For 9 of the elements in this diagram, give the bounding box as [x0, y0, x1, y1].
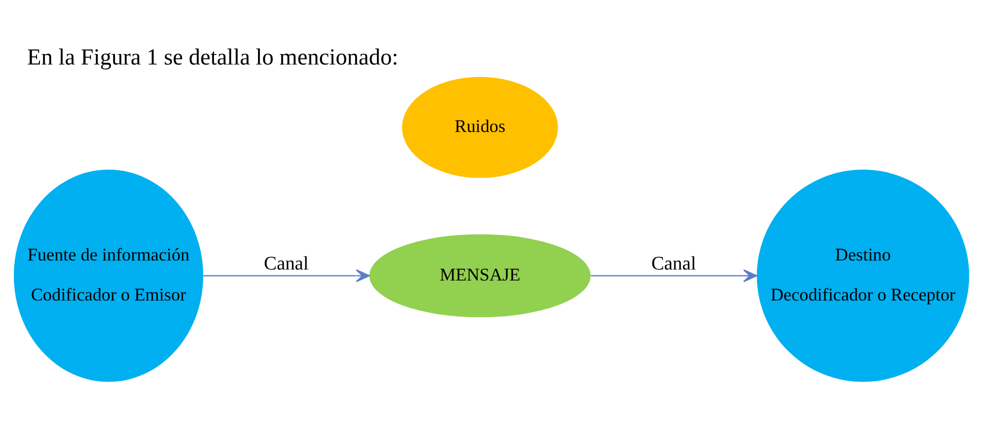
node-circle: Destino Decodificador o Receptor: [756, 170, 970, 382]
arrow: [590, 269, 758, 282]
edge-label: Canal: [651, 253, 696, 274]
arrow: [203, 269, 370, 282]
diagram-title: En la Figura 1 se detalla lo mencionado:: [27, 44, 398, 70]
node-ellipse: MENSAJE: [369, 234, 591, 318]
edge-label: Canal: [264, 253, 309, 274]
node-ellipse: Fuente de información Codificador o Emisor: [14, 170, 204, 382]
node-ellipse: Ruidos: [402, 76, 558, 178]
